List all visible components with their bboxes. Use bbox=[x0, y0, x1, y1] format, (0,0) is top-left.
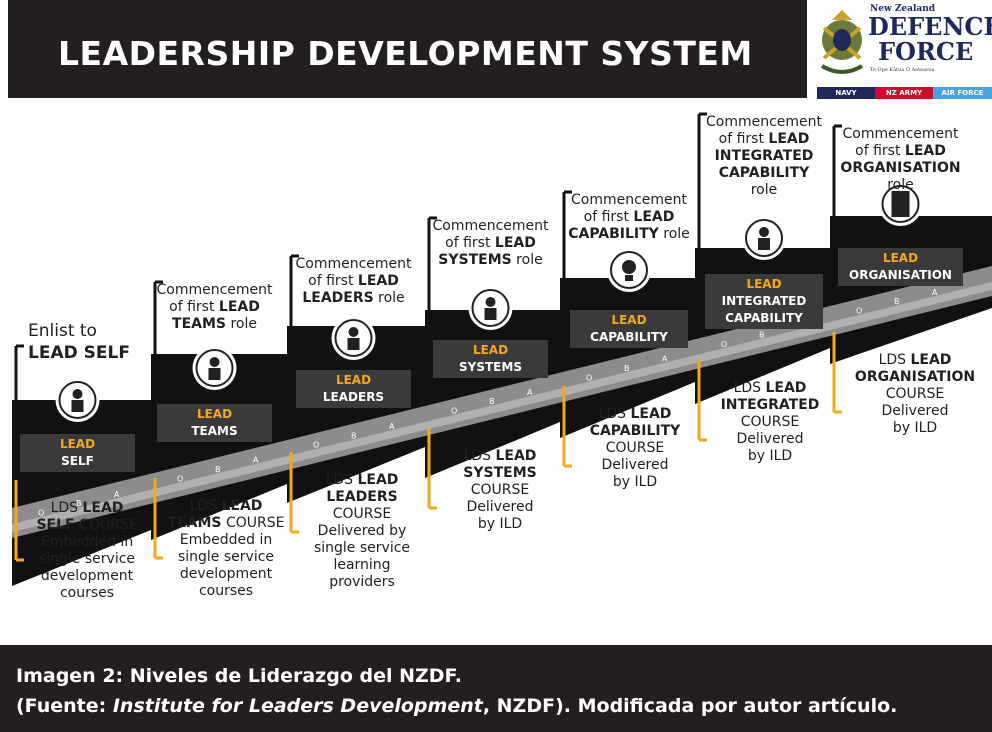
glyph-body bbox=[208, 368, 221, 380]
glyph-head bbox=[209, 357, 220, 367]
glyph-body bbox=[484, 308, 497, 320]
navy-label: NAVY bbox=[817, 87, 875, 99]
road-letter: O bbox=[313, 441, 319, 450]
road-letter: A bbox=[114, 490, 120, 499]
road-letter: B bbox=[351, 431, 357, 440]
airforce-label: AIR FORCE bbox=[933, 87, 992, 99]
caption-bar: Imagen 2: Niveles de Liderazgo del NZDF.… bbox=[0, 645, 992, 732]
road-letter: A bbox=[662, 354, 668, 363]
glyph-head bbox=[348, 327, 359, 337]
glyph-head bbox=[759, 227, 769, 237]
caption-suffix: , NZDF). Modificada por autor artículo. bbox=[482, 695, 898, 717]
bulb-base bbox=[625, 275, 633, 281]
army-label: NZ ARMY bbox=[875, 87, 933, 99]
page-title: LEADERSHIP DEVELOPMENT SYSTEM bbox=[58, 34, 753, 73]
logo-country: New Zealand bbox=[870, 4, 936, 14]
road-letter: A bbox=[527, 388, 533, 397]
caption-line-2: (Fuente: Institute for Leaders Developme… bbox=[16, 695, 897, 717]
icon-ring bbox=[610, 251, 648, 289]
glyph-head bbox=[72, 389, 83, 399]
title-banner: LEADERSHIP DEVELOPMENT SYSTEM bbox=[8, 0, 807, 98]
logo-force: FORCE bbox=[878, 37, 974, 66]
building-body bbox=[891, 191, 910, 217]
glyph-body bbox=[347, 338, 360, 350]
icon-ring bbox=[58, 381, 97, 419]
bulb-glass bbox=[622, 260, 636, 274]
logo-defence: DEFENCE bbox=[868, 12, 992, 41]
glyph-body bbox=[758, 238, 770, 250]
icon-ring bbox=[195, 349, 234, 387]
caption-prefix: (Fuente: bbox=[16, 695, 113, 717]
road-letter: A bbox=[389, 422, 395, 431]
icon-ring bbox=[745, 219, 783, 257]
logo-motto: Te Ope Kātua O Aotearoa bbox=[870, 67, 935, 73]
crest-icon bbox=[820, 10, 864, 74]
road-letter: O bbox=[177, 474, 183, 483]
road-letter: O bbox=[38, 509, 44, 518]
icon-ring bbox=[334, 319, 373, 357]
glyph-body bbox=[71, 400, 84, 412]
road-letter: B bbox=[894, 297, 900, 306]
road-letter: B bbox=[215, 465, 221, 474]
services-bar: NAVY NZ ARMY AIR FORCE bbox=[817, 87, 992, 99]
road-letter: A bbox=[932, 288, 938, 297]
road-letter: B bbox=[76, 499, 82, 508]
caption-line-1: Imagen 2: Niveles de Liderazgo del NZDF. bbox=[16, 665, 462, 687]
icon-ring bbox=[881, 185, 920, 223]
nzdf-logo: New Zealand DEFENCE FORCE Te Ope Kātua O… bbox=[812, 0, 992, 104]
road-letter: O bbox=[856, 307, 862, 316]
road-letter: B bbox=[489, 397, 495, 406]
glyph-head bbox=[485, 297, 496, 307]
road-letter: A bbox=[253, 455, 259, 464]
road-letter: O bbox=[586, 373, 592, 382]
road-letter: B bbox=[759, 331, 765, 340]
road-letter: O bbox=[451, 407, 457, 416]
road-letter: O bbox=[721, 340, 727, 349]
caption-source: Institute for Leaders Development bbox=[112, 695, 483, 717]
icon-ring bbox=[471, 289, 510, 327]
road-highlight bbox=[12, 282, 992, 532]
road-letter: B bbox=[624, 364, 630, 373]
